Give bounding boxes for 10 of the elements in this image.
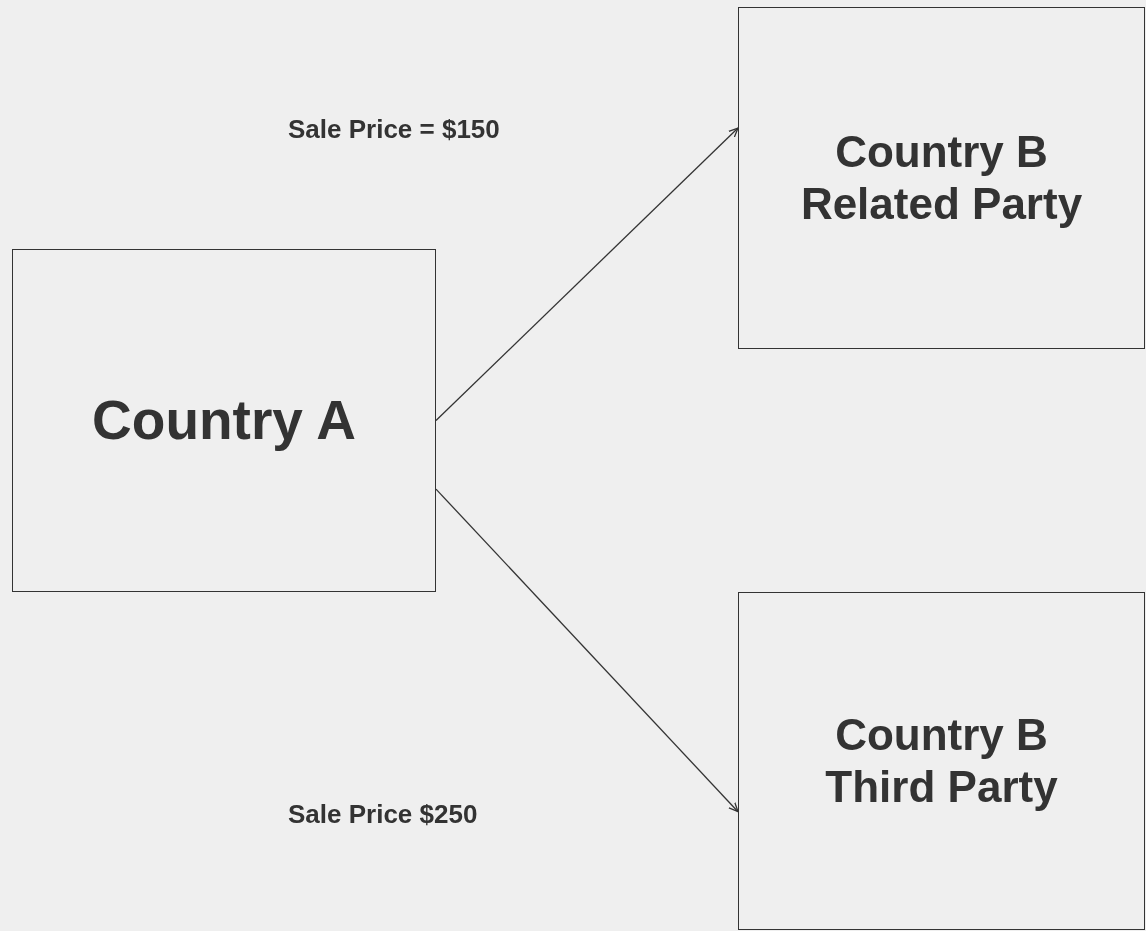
arrow — [435, 127, 739, 422]
entity-box — [738, 592, 1145, 930]
arrow — [435, 488, 739, 813]
entity-name: Country B Related Party — [799, 126, 1084, 230]
price-label: Sale Price $250 — [288, 799, 478, 830]
entity-name: Country B Third Party — [824, 709, 1059, 813]
entity-box — [738, 7, 1145, 349]
entity-box — [12, 249, 436, 592]
price-label: Sale Price = $150 — [288, 114, 500, 145]
entity-name: Country A — [92, 388, 356, 453]
